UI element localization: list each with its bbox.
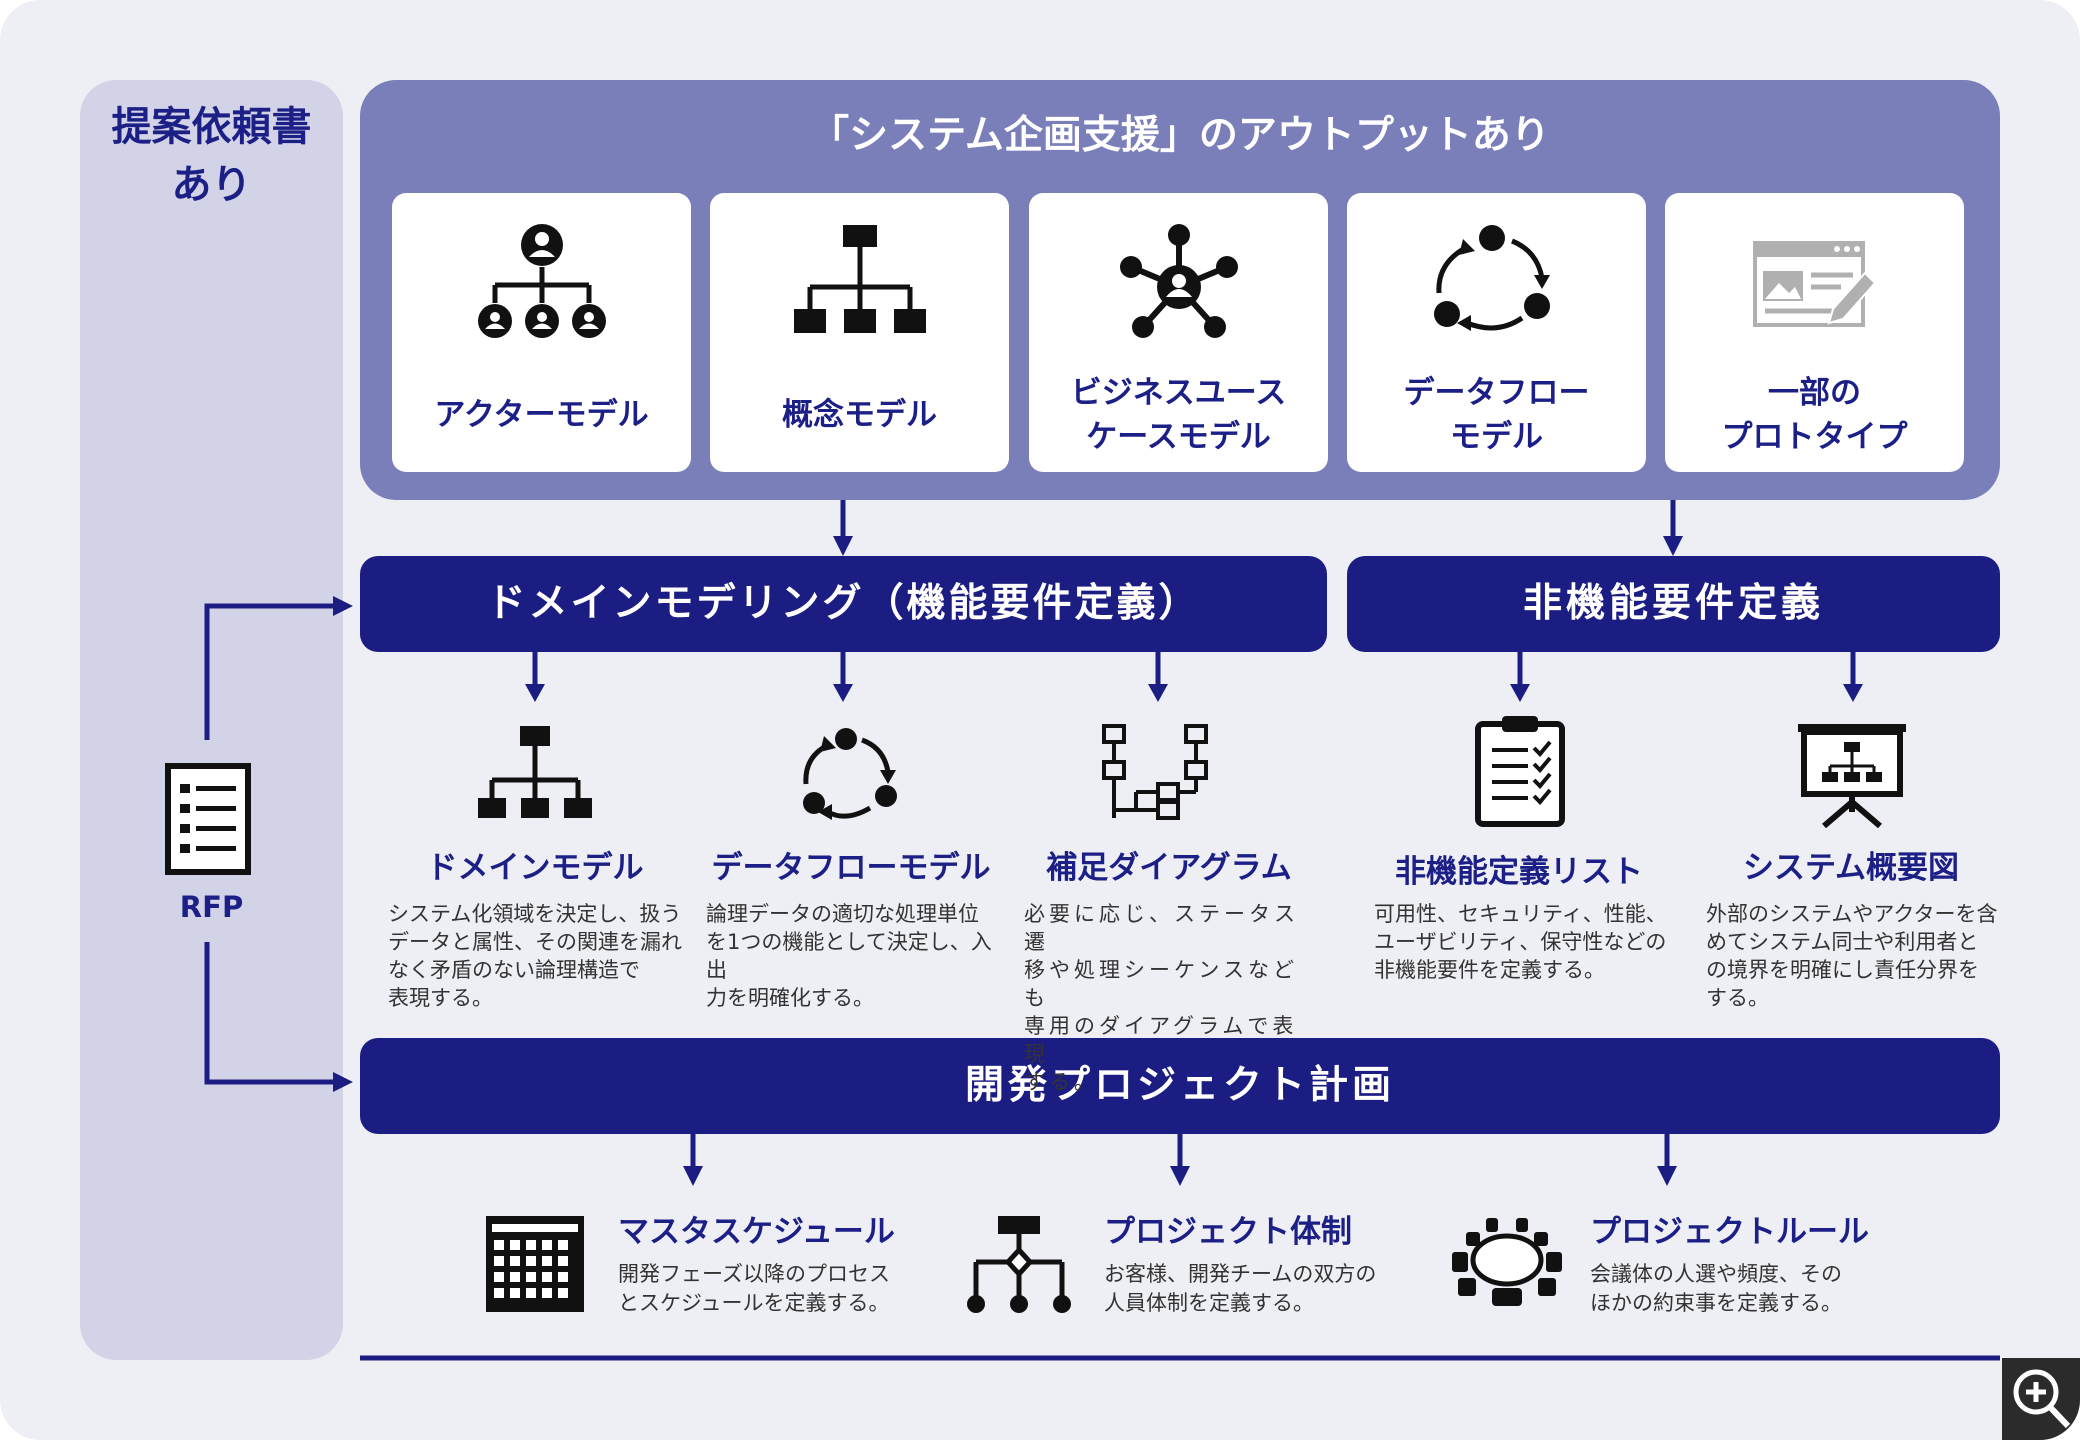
master-schedule-title: マスタスケジュール [618,1214,895,1250]
flow-diagram-icon [1102,724,1208,820]
domain-model-title: ドメインモデル [426,850,644,886]
data-flow-desc-line: を1つの機能として決定し、入出 [706,930,992,982]
supplementary-diagram-description: 必要に応じ、ステータス遷 移や処理シーケンスなども 専用のダイアグラムで表現 す… [1024,900,1322,1096]
nonfunctional-desc-line: 非機能要件を定義する。 [1374,958,1605,982]
master-schedule-desc-line: とスケジュールを定義する。 [618,1291,890,1315]
zoom-button[interactable] [2002,1358,2080,1440]
card-business-usecase: ビジネスユース ケースモデル [1029,193,1328,472]
data-flow-cycle-icon [803,728,897,820]
network-hub-icon [1120,224,1238,338]
supplementary-desc-line: 必要に応じ、ステータス遷 [1024,902,1299,954]
supplementary-desc-line: 専用のダイアグラムで表現 [1024,1014,1298,1066]
project-rules-desc-line: 会議体の人選や頻度、その [1590,1262,1842,1286]
zoom-in-icon [2013,1369,2071,1429]
nonfunctional-list-title: 非機能定義リスト [1395,854,1643,890]
data-flow-model-description: 論理データの適切な処理単位 を1つの機能として決定し、入出 力を明確化する。 [706,900,1004,1012]
card-data-flow-label-2: モデル [1450,419,1543,455]
project-rules-desc-line: ほかの約束事を定義する。 [1590,1291,1842,1315]
card-prototype-label-2: プロトタイプ [1721,419,1908,455]
rfp-label: RFP [179,890,244,924]
actor-hierarchy-icon [478,224,606,338]
clipboard-checklist-icon [1475,716,1565,827]
card-actor-model-label: アクターモデル [434,397,649,433]
data-flow-desc-line: 論理データの適切な処理単位 [706,902,979,926]
data-flow-model-title: データフローモデル [711,850,991,886]
project-structure-description: お客様、開発チームの双方の 人員体制を定義する。 [1104,1260,1414,1318]
rfp-column [80,80,343,1360]
presentation-board-icon [1798,724,1906,828]
system-overview-desc-line: する。 [1706,986,1769,1010]
supplementary-desc-line: 移や処理シーケンスなども [1024,958,1298,1010]
domain-model-desc-line: システム化領域を決定し、扱う [388,902,682,926]
nonfunctional-requirements-label: 非機能要件定義 [1522,581,1824,626]
project-rules-description: 会議体の人選や頻度、その ほかの約束事を定義する。 [1590,1260,1900,1318]
system-overview-description: 外部のシステムやアクターを含 めてシステム同士や利用者と の境界を明確にし責任分… [1706,900,2004,1012]
system-overview-title: システム概要図 [1742,850,1960,886]
rfp-title-line1: 提案依頼書 [111,104,312,150]
project-plan-label: 開発プロジェクト計画 [964,1063,1395,1108]
domain-model-desc-line: なく矛盾のない論理構造で [388,958,640,982]
card-prototype: 一部の プロトタイプ [1665,193,1964,472]
card-concept-model-label: 概念モデル [782,397,937,433]
functional-requirements-label: ドメインモデリング（機能要件定義） [486,581,1201,626]
card-actor-model: アクターモデル [392,193,691,472]
domain-model-desc-line: データと属性、その関連を漏れ [388,930,682,954]
card-data-flow: データフロー モデル [1347,193,1646,472]
card-prototype-label-1: 一部の [1768,375,1861,411]
supplementary-desc-line: する。 [1024,1070,1099,1094]
nonfunctional-list-description: 可用性、セキュリティ、性能、 ユーザビリティ、保守性などの 非機能要件を定義する… [1374,900,1672,984]
meeting-table-icon [1452,1218,1562,1306]
master-schedule-description: 開発フェーズ以降のプロセス とスケジュールを定義する。 [618,1260,928,1318]
project-plan-band: 開発プロジェクト計画 [360,1038,2000,1134]
browser-edit-icon [1753,241,1877,327]
org-chart-icon [794,225,926,333]
functional-requirements-band: ドメインモデリング（機能要件定義） [360,556,1327,652]
calendar-grid-icon [486,1216,584,1312]
nonfunctional-desc-line: ユーザビリティ、保守性などの [1374,930,1667,954]
cycle-arrows-icon [1434,225,1550,331]
card-data-flow-label-1: データフロー [1403,375,1590,411]
document-list-icon [165,763,251,875]
card-business-usecase-label-1: ビジネスユース [1070,375,1287,411]
system-overview-desc-line: の境界を明確にし責任分界を [1706,958,1979,982]
project-structure-desc-line: 人員体制を定義する。 [1104,1291,1314,1315]
master-schedule-desc-line: 開発フェーズ以降のプロセス [618,1262,890,1286]
team-structure-icon [967,1216,1071,1313]
project-rules-title: プロジェクトルール [1590,1214,1869,1250]
nonfunctional-requirements-band: 非機能要件定義 [1347,556,2000,652]
system-overview-desc-line: 外部のシステムやアクターを含 [1706,902,1998,926]
project-structure-desc-line: お客様、開発チームの双方の [1104,1262,1377,1286]
card-business-usecase-label-2: ケースモデル [1086,419,1271,455]
domain-model-desc-line: 表現する。 [388,986,493,1010]
project-structure-title: プロジェクト体制 [1104,1214,1352,1250]
supplementary-diagram-title: 補足ダイアグラム [1046,850,1292,886]
system-overview-desc-line: めてシステム同士や利用者と [1706,930,1979,954]
card-concept-model: 概念モデル [710,193,1009,472]
domain-model-org-chart-icon [478,726,592,818]
rfp-column-title: 提案依頼書 あり [80,98,343,214]
data-flow-desc-line: 力を明確化する。 [706,986,874,1010]
planning-output-title: 「システム企画支援」のアウトプットあり [810,113,1550,158]
rfp-title-line2: あり [171,162,252,208]
domain-model-description: システム化領域を決定し、扱う データと属性、その関連を漏れ なく矛盾のない論理構… [388,900,686,1012]
nonfunctional-desc-line: 可用性、セキュリティ、性能、 [1374,902,1667,926]
